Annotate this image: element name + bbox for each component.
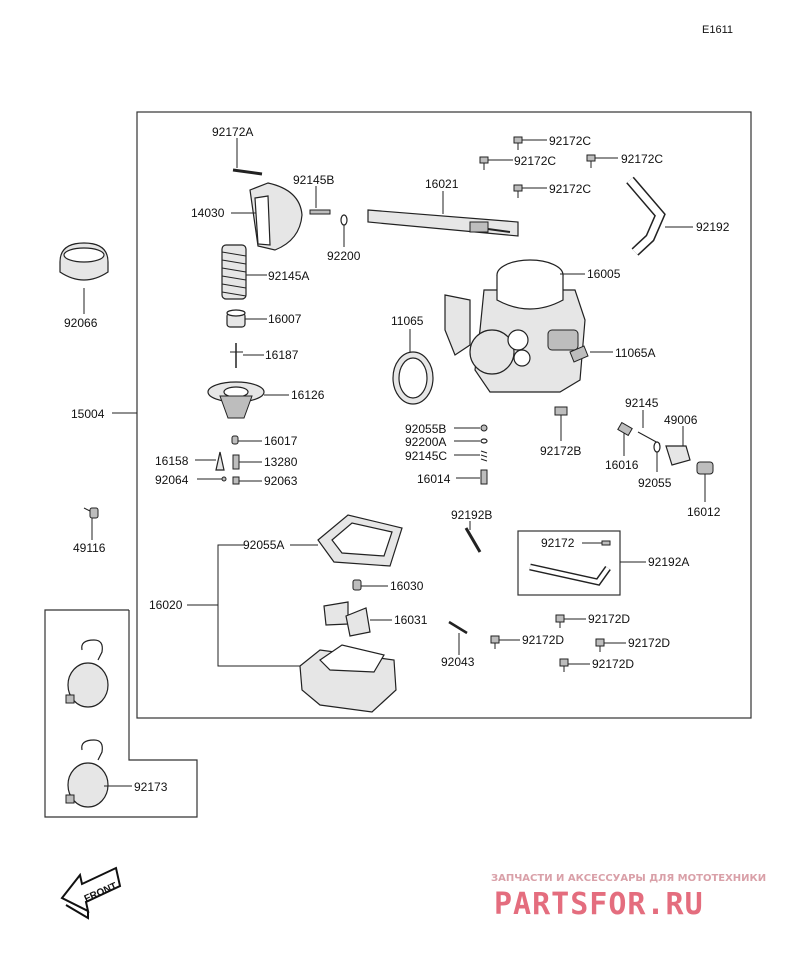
watermark-tagline: ЗАПЧАСТИ И АКСЕССУАРЫ ДЛЯ МОТОТЕХНИКИ (491, 873, 766, 884)
holder-16007-part (226, 309, 246, 328)
label-92145C: 92145C (405, 449, 447, 463)
oring-92055B-part (480, 424, 488, 432)
float-bowl-part (299, 644, 397, 713)
leader-lines (83, 138, 706, 787)
label-92192A: 92192A (648, 555, 689, 569)
label-16187: 16187 (265, 348, 299, 362)
watermark-logo: PARTSFOR.RU (494, 887, 704, 922)
assembly-frame (136, 111, 752, 719)
watermark: ЗАПЧАСТИ И АКСЕССУАРЫ ДЛЯ МОТОТЕХНИКИ PA… (491, 873, 766, 922)
label-16030: 16030 (390, 579, 424, 593)
label-11065: 11065 (391, 314, 424, 328)
label-16005: 16005 (587, 267, 621, 281)
label-49116: 49116 (73, 541, 106, 555)
label-92172C-4: 92172C (549, 182, 591, 196)
label-92192: 92192 (696, 220, 730, 234)
gasket-92055A-part (317, 514, 403, 567)
label-92172B: 92172B (540, 444, 581, 458)
label-92055A: 92055A (243, 538, 284, 552)
spring-92145C-part (480, 450, 488, 462)
label-49006: 49006 (664, 413, 698, 427)
label-16016: 16016 (605, 458, 639, 472)
label-92173: 92173 (134, 780, 168, 794)
label-92172C-2: 92172C (514, 154, 556, 168)
jet-16017-part (231, 435, 239, 445)
label-16031: 16031 (394, 613, 428, 627)
label-92043: 92043 (441, 655, 475, 669)
label-16021: 16021 (425, 177, 459, 191)
label-92055B: 92055B (405, 422, 446, 436)
label-92145B: 92145B (293, 173, 334, 187)
label-92200A: 92200A (405, 435, 446, 449)
label-92145A: 92145A (268, 269, 309, 283)
label-92066: 92066 (64, 316, 98, 330)
screw-92172A-part (232, 145, 263, 176)
jet-92063-part (232, 476, 240, 485)
oring-11065-part (392, 351, 434, 405)
diaphragm-16126-part (207, 381, 265, 419)
label-16158: 16158 (155, 454, 189, 468)
label-16014: 16014 (417, 472, 451, 486)
float-16031-part (323, 601, 371, 637)
needle-16187-part (230, 343, 243, 368)
plate-16021-part (367, 209, 519, 237)
label-16007: 16007 (268, 312, 302, 326)
pin-92145B-part (309, 209, 331, 215)
label-92172D-3: 92172D (628, 636, 670, 650)
fitting-49116-part (83, 507, 99, 519)
label-92172A: 92172A (212, 125, 253, 139)
label-92172D-4: 92172D (592, 657, 634, 671)
label-16017: 16017 (264, 434, 298, 448)
label-92063: 92063 (264, 474, 298, 488)
pilot-screw-group-part (617, 421, 714, 475)
hose-92192A-box (517, 530, 621, 596)
label-92200: 92200 (327, 249, 361, 263)
label-14030: 14030 (191, 206, 225, 220)
clip-92173-parts (65, 639, 109, 808)
screw-16014-part (480, 469, 488, 485)
label-92064: 92064 (155, 473, 189, 487)
jet-needle-16158-part (215, 451, 225, 471)
label-92172D-2: 92172D (522, 633, 564, 647)
valve-16030-part (352, 579, 362, 591)
label-16012: 16012 (687, 505, 721, 519)
pin-92192B-part (464, 527, 482, 553)
label-13280: 13280 (264, 455, 298, 469)
label-15004: 15004 (71, 407, 105, 421)
label-11065A: 11065A (615, 346, 655, 360)
diagram-code: E1611 (702, 24, 733, 36)
jet-13280-part (232, 454, 240, 470)
label-92145: 92145 (625, 396, 659, 410)
label-92172D-1: 92172D (588, 612, 630, 626)
clamp-92172-part (601, 540, 611, 546)
label-92172: 92172 (541, 536, 575, 550)
clip-frame (44, 609, 198, 818)
pin-92043-part (448, 620, 468, 635)
label-92172C-3: 92172C (621, 152, 663, 166)
washer-92200A-part (480, 438, 488, 444)
cap-92066-part (59, 242, 109, 281)
part-labels: 92172A 92145B 14030 92200 16021 92172C 9… (64, 125, 730, 794)
label-92055: 92055 (638, 476, 672, 490)
oring-92064-part (221, 476, 227, 482)
spring-92145A-part (221, 244, 247, 300)
label-16126: 16126 (291, 388, 325, 402)
front-direction-arrow: FRONT (60, 866, 122, 920)
carburetor-16005-part (444, 259, 589, 393)
screw-92172B-part (554, 406, 568, 416)
label-16020: 16020 (149, 598, 183, 612)
label-92192B: 92192B (451, 508, 492, 522)
cover-14030-part (249, 182, 303, 251)
washer-92200-part (340, 214, 348, 226)
label-92172C-1: 92172C (549, 134, 591, 148)
